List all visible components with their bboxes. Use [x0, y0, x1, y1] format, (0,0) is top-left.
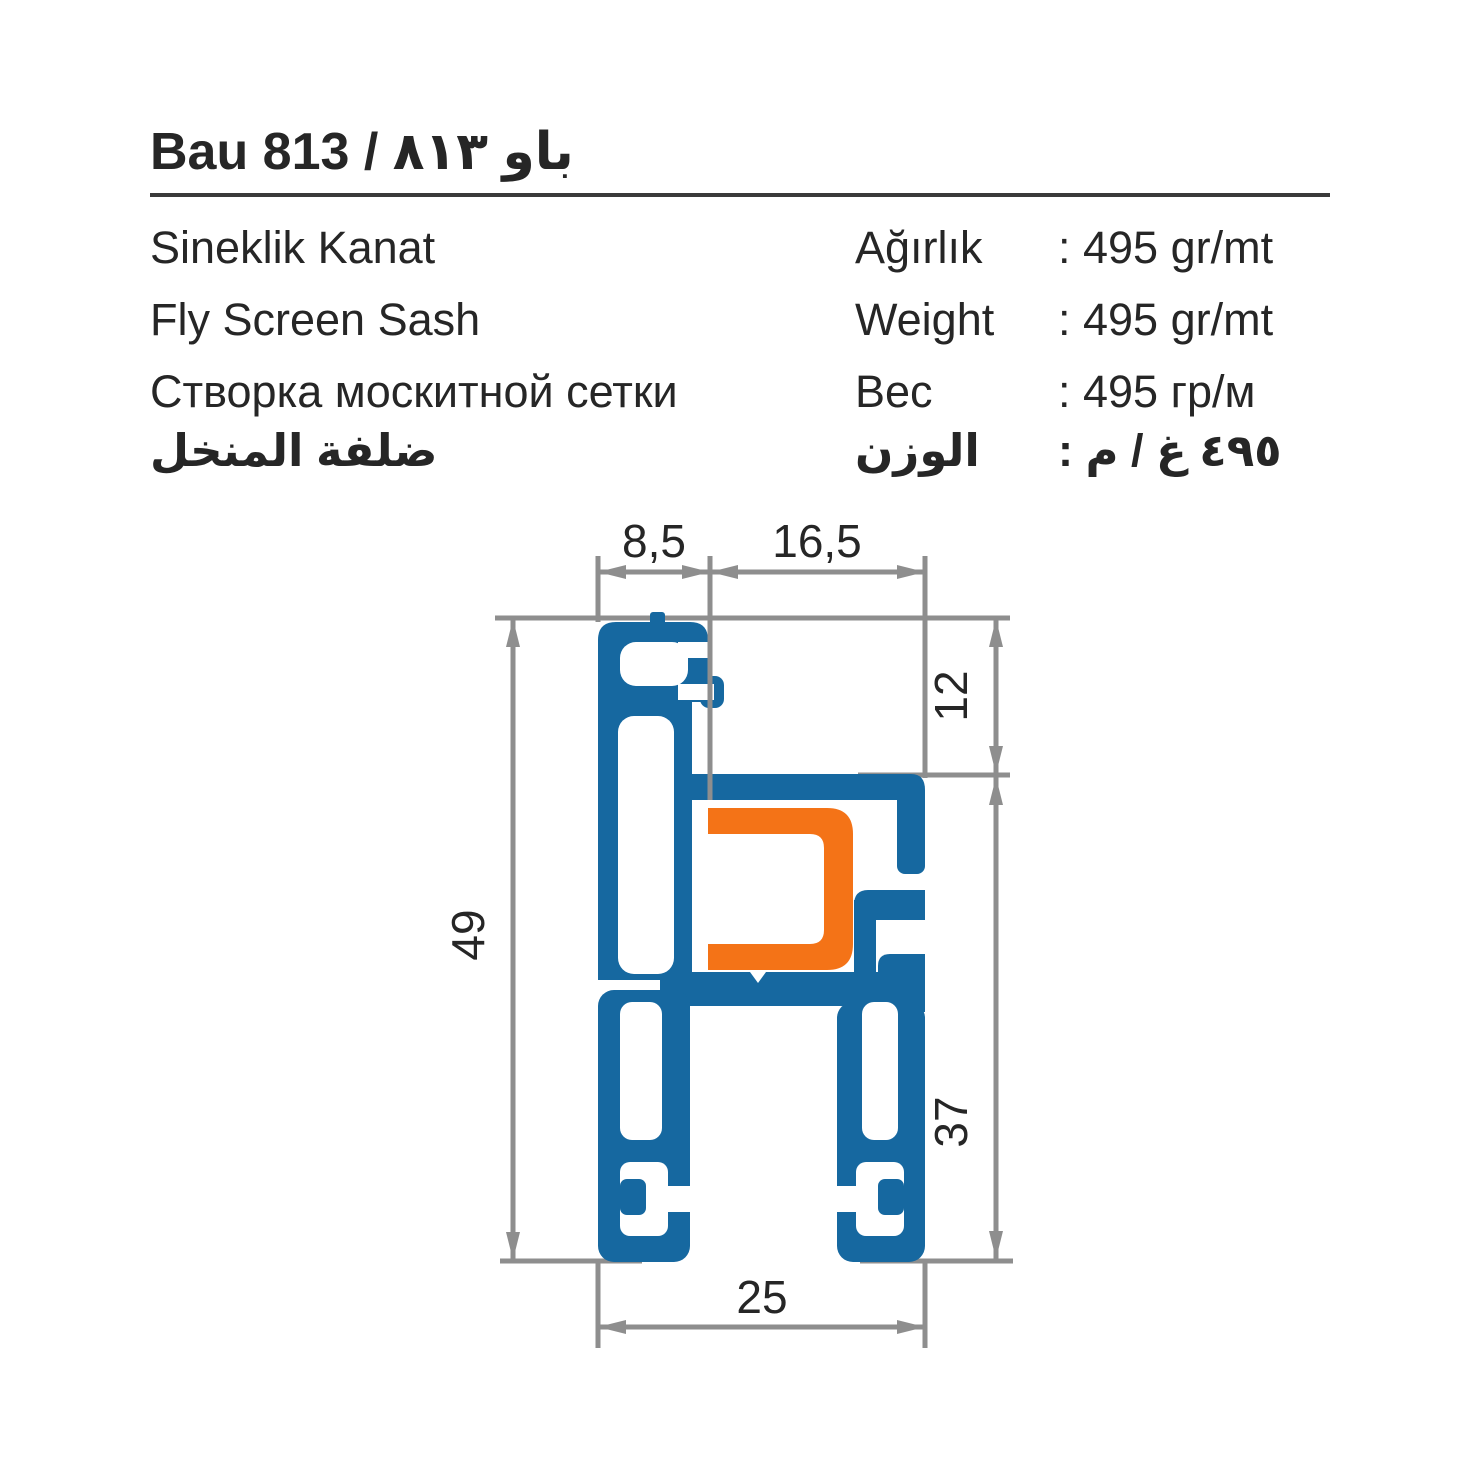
weight-value-arabic-number: ٤٩٥ غ / م: [1085, 425, 1282, 476]
cavity-left-leg: [620, 1002, 662, 1140]
screw-channel-teeth: [620, 1179, 904, 1215]
arrow-8-5-left: [598, 565, 626, 579]
dimension-arrowheads: [506, 565, 1003, 1334]
weight-value-english: : 495 gr/mt: [1058, 294, 1274, 345]
right-screw-tooth: [878, 1179, 904, 1215]
weight-value-russian: : 495 гр/м: [1058, 366, 1256, 417]
weight-label-arabic: الوزن: [855, 425, 980, 476]
dim-label-49: 49: [442, 909, 494, 960]
gasket-insert-c-shape: [708, 808, 853, 970]
left-screw-tooth: [620, 1179, 646, 1215]
arrow-37-bottom: [989, 1231, 1003, 1259]
arrow-49-top: [506, 619, 520, 647]
cavity-top-slot: [620, 642, 688, 686]
dimension-labels: 8,5 16,5 49 12 37 25: [442, 515, 977, 1323]
page-title-latin: Bau 813 /: [150, 123, 379, 181]
profile-right-upper-wall: [897, 786, 925, 874]
profile-name-turkish: Sineklik Kanat: [150, 222, 436, 273]
weight-label-turkish: Ağırlık: [855, 222, 983, 273]
dim-label-16-5: 16,5: [772, 515, 862, 567]
arrow-12-bottom: [989, 746, 1003, 774]
cavity-right-screw-mouth: [830, 1186, 864, 1212]
dim-label-37: 37: [925, 1096, 977, 1147]
arrow-25-right: [897, 1320, 925, 1334]
arrow-49-bottom: [506, 1232, 520, 1260]
cavity-right-leg: [862, 1002, 898, 1140]
page-title-arabic: باو ٨١٣: [392, 123, 574, 181]
arrow-16-5-left: [710, 565, 738, 579]
weight-label-english: Weight: [855, 294, 995, 345]
weight-label-russian: Вес: [855, 366, 933, 417]
profile-name-russian: Створка москитной сетки: [150, 366, 678, 417]
cavity-left-tall: [618, 716, 674, 974]
weight-value-turkish: : 495 gr/mt: [1058, 222, 1274, 273]
web-center-notch: [750, 972, 766, 983]
dim-label-12: 12: [925, 670, 977, 721]
profile-name-english: Fly Screen Sash: [150, 294, 481, 345]
profile-arm: [680, 774, 925, 800]
arrow-8-5-right: [682, 565, 710, 579]
dim-label-25: 25: [736, 1271, 787, 1323]
arrow-12-top: [989, 619, 1003, 647]
arrow-37-top: [989, 777, 1003, 805]
cavity-left-screw-mouth: [660, 1186, 694, 1212]
page-title: Bau 813 / باو ٨١٣: [150, 122, 574, 182]
profile-bottom-web: [660, 972, 925, 1006]
weight-value-arabic: : ٤٩٥ غ / م: [1058, 425, 1282, 476]
profile-inner-wall: [854, 900, 876, 980]
title-rule: [150, 193, 1330, 197]
arrow-25-left: [598, 1320, 626, 1334]
cavity-under-lip: [678, 684, 714, 700]
profile-name-arabic: ضلفة المنخل: [150, 425, 438, 476]
cavity-top-slot-mouth: [678, 642, 716, 658]
profile-cavities: [618, 642, 904, 1236]
dim-label-8-5: 8,5: [622, 515, 686, 567]
arrow-16-5-right: [897, 565, 925, 579]
gasket-insert: [708, 808, 853, 970]
